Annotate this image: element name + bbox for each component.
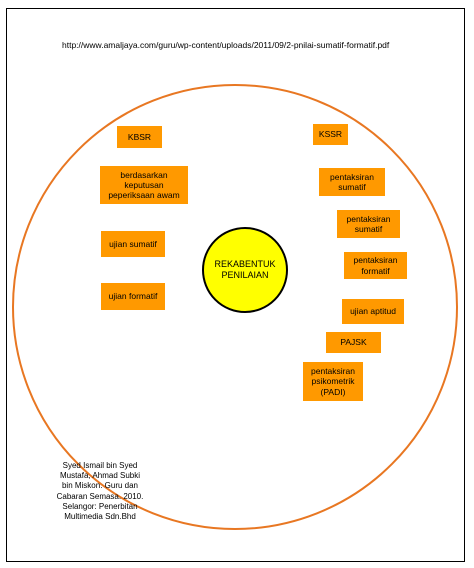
center-title-line1: REKABENTUK [214,258,276,269]
right-box-pentaksiran-sumatif-1: pentaksiran sumatif [319,168,385,196]
right-box-pentaksiran-psikometrik: pentaksiran psikometrik (PADI) [303,362,363,401]
left-box-berdasarkan: berdasarkan keputusan peperiksaan awam [100,166,188,204]
center-title-line2: PENILAIAN [221,270,269,280]
left-box-kbsr: KBSR [117,126,162,148]
right-box-pentaksiran-sumatif-2: pentaksiran sumatif [337,210,400,238]
left-box-ujian-formatif: ujian formatif [101,283,165,310]
right-box-ujian-aptitud: ujian aptitud [342,299,404,324]
outer-ring [12,84,458,530]
citation-text: Syed Ismail bin Syed Mustafa, Ahmad Subk… [56,461,144,522]
center-circle: REKABENTUK PENILAIAN [202,227,288,313]
right-box-kssr: KSSR [313,124,348,145]
right-box-pajsk: PAJSK [326,332,381,353]
diagram-frame [6,8,465,562]
left-box-ujian-sumatif: ujian sumatif [101,231,165,257]
source-url: http://www.amaljaya.com/guru/wp-content/… [62,40,390,50]
right-box-pentaksiran-formatif: pentaksiran formatif [344,252,407,279]
